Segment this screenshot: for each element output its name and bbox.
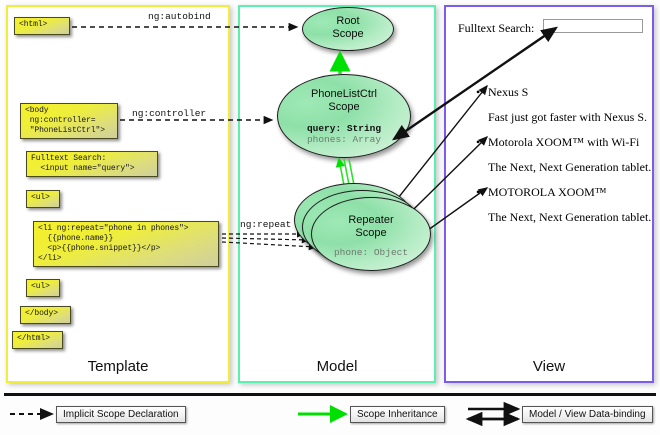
legend-chip-model-view-data-binding: Model / View Data-binding <box>522 406 653 423</box>
connector-label-ng-repeat: ng:repeat <box>240 219 292 230</box>
phonelistctrl-scope-prop-phones: phones: Array <box>306 134 382 145</box>
view-list-item-snippet-0: Fast just got faster with Nexus S. <box>488 110 647 124</box>
code-box-html-open: <html> <box>14 17 70 35</box>
phonelistctrl-scope-title-line2: Scope <box>328 101 360 113</box>
view-list-item-name-0: Nexus S <box>476 85 528 100</box>
code-box-ul-close: <ul> <box>26 279 60 297</box>
code-box-li-ng-repeat: <li ng:repeat="phone in phones"> {{phone… <box>33 221 219 267</box>
template-panel-title: Template <box>87 358 149 375</box>
repeater-scope-prop-phone: phone: Object <box>333 247 409 258</box>
phonelistctrl-scope-ellipse: PhoneListCtrl Scope query: String phones… <box>277 74 411 158</box>
repeater-scope-ellipse-front: Repeater Scope phone: Object <box>311 197 431 271</box>
code-box-ul-open: <ul> <box>26 190 60 208</box>
code-box-body-close: </body> <box>20 306 71 324</box>
root-scope-ellipse: Root Scope <box>302 7 394 51</box>
view-search-input[interactable] <box>543 19 643 33</box>
phonelistctrl-scope-title-line1: PhoneListCtrl <box>310 88 378 100</box>
repeater-scope-title-line1: Repeater <box>348 214 394 226</box>
view-list-item-name-1: Motorola XOOM™ with Wi-Fi <box>476 135 639 150</box>
view-list-item-snippet-2: The Next, Next Generation tablet. <box>488 210 652 224</box>
connector-label-ng-controller: ng:controller <box>132 108 207 119</box>
code-box-body-open: <body ng:controller= "PhoneListCtrl"> <box>20 103 118 139</box>
code-box-html-close: </html> <box>12 331 63 349</box>
code-box-fulltext-search: Fulltext Search: <input name="query"> <box>26 151 158 177</box>
view-panel: View Fulltext Search: Nexus S Fast just … <box>444 5 654 383</box>
root-scope-title-line2: Scope <box>332 28 364 40</box>
view-list-item-name-2: MOTOROLA XOOM™ <box>476 185 607 200</box>
legend-chip-implicit-scope-declaration: Implicit Scope Declaration <box>56 406 186 423</box>
model-panel-title: Model <box>316 358 358 375</box>
legend-divider <box>4 393 656 396</box>
repeater-scope-title-line2: Scope <box>355 227 387 239</box>
view-search-label: Fulltext Search: <box>458 21 535 35</box>
view-panel-title: View <box>532 358 566 375</box>
root-scope-title-line1: Root <box>336 15 360 27</box>
phonelistctrl-scope-prop-query: query: String <box>306 123 382 134</box>
legend-chip-scope-inheritance: Scope Inheritance <box>350 406 445 423</box>
view-list-item-snippet-1: The Next, Next Generation tablet. <box>488 160 652 174</box>
connector-label-ng-autobind: ng:autobind <box>148 11 211 22</box>
